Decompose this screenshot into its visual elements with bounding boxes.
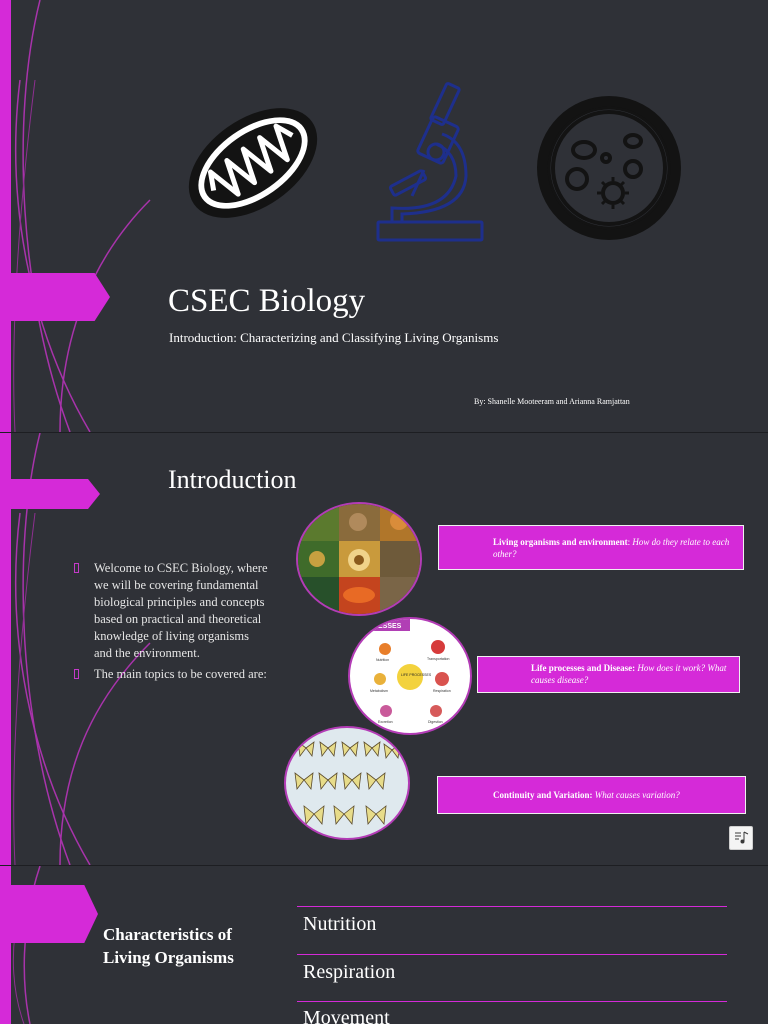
topic-separator: : [627, 537, 633, 547]
topic-heading: Continuity and Variation: [493, 790, 593, 800]
bullet-text: The main topics to be covered are: [94, 667, 267, 681]
topic-box-living-organisms: Living organisms and environment: How do… [438, 525, 744, 570]
bullet-text: Welcome to CSEC Biology, where we will b… [94, 561, 268, 660]
bullet-marker [74, 563, 79, 573]
topic-question: What causes variation? [594, 790, 680, 800]
topic-item: Movement [303, 1007, 390, 1024]
microscope-icon [376, 82, 484, 242]
audio-button[interactable] [729, 826, 753, 850]
topic-box-life-processes: Life processes and Disease: How does it … [477, 656, 740, 693]
petri-dish-icon [537, 96, 681, 240]
slide-title: CSEC Biology [168, 283, 366, 319]
slide-decoration [13, 0, 151, 432]
topic-question: How do they relate to each other? [493, 537, 730, 559]
bullet-item: The main topics to be covered are: [74, 666, 270, 683]
slide-divider [0, 865, 768, 866]
title-pointer [0, 479, 100, 509]
slide-title: Characteristics of Living Organisms [103, 925, 234, 967]
process-label: Nutrition [376, 658, 389, 662]
slide-subtitle: Introduction: Characterizing and Classif… [169, 330, 499, 345]
slide-divider [0, 432, 768, 433]
bullet-item: Welcome to CSEC Biology, where we will b… [74, 560, 270, 662]
topic-divider [297, 906, 727, 907]
authors-byline: By: Shanelle Mooteeram and Arianna Ramja… [474, 397, 630, 406]
process-label: Transportation [427, 657, 449, 661]
slide-left-bar [0, 433, 11, 865]
bullet-marker [74, 669, 79, 679]
process-label: Metabolism [370, 689, 388, 693]
process-label: Digestion [428, 720, 443, 724]
topic-question: How does it work? What causes disease? [531, 663, 727, 685]
slide-title: Introduction [168, 465, 297, 494]
slide-left-bar [0, 866, 11, 1024]
characteristics-slide: Characteristics of Living Organisms Nutr… [0, 866, 768, 1024]
process-label: Respiration [433, 689, 451, 693]
audio-icon [735, 831, 749, 844]
topic-box-continuity: Continuity and Variation: What causes va… [437, 776, 746, 814]
living-organisms-image [296, 502, 422, 616]
topic-item: Nutrition [303, 913, 377, 935]
life-processes-image: ESSES LIFE PROCESSES Nutrition Transport… [348, 617, 472, 735]
topic-heading: Life processes and Disease: [531, 663, 636, 673]
slide-left-bar [0, 0, 11, 432]
title-slide: CSEC Biology Introduction: Characterizin… [0, 0, 768, 432]
life-processes-center: LIFE PROCESSES [401, 673, 432, 677]
topic-heading: Living organisms and environment [493, 537, 628, 547]
mitochondrion-icon [188, 108, 318, 218]
life-processes-header: ESSES [378, 623, 402, 630]
process-label: Excretion [378, 720, 393, 724]
intro-bullet-list: Welcome to CSEC Biology, where we will b… [74, 560, 270, 687]
topic-divider [297, 1001, 727, 1002]
title-pointer [0, 273, 110, 321]
title-pointer [0, 885, 98, 943]
topic-item: Respiration [303, 961, 396, 983]
variation-butterflies-image [284, 726, 410, 840]
topic-divider [297, 954, 727, 955]
introduction-slide: Introduction Welcome to CSEC Biology, wh… [0, 433, 768, 865]
